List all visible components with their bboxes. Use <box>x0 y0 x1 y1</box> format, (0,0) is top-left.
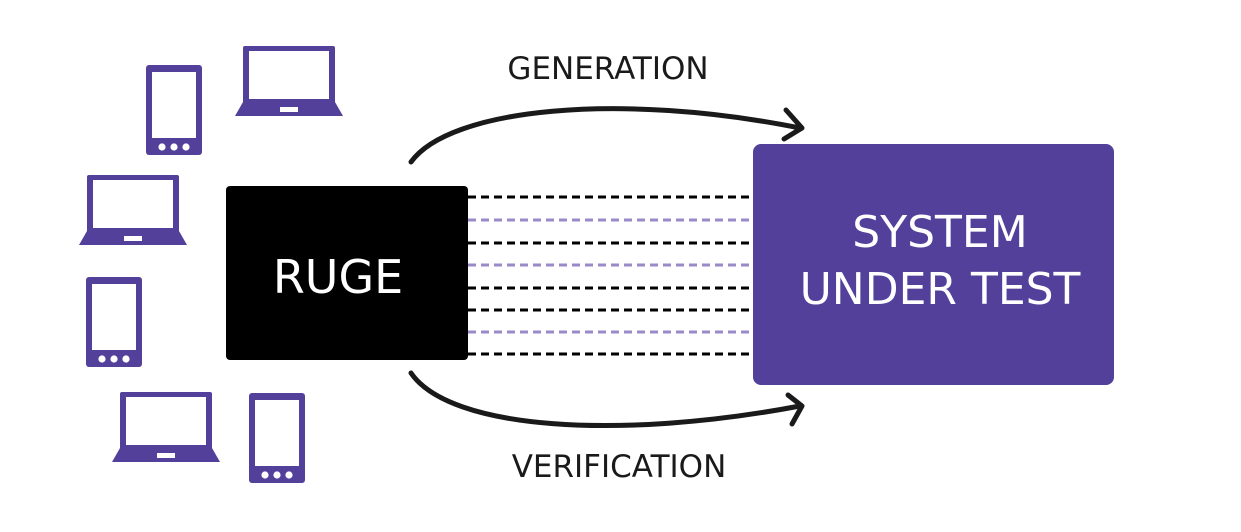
sut-label-line1: SYSTEM <box>852 207 1027 258</box>
generation-arrow-curve <box>408 106 803 165</box>
smartphone-icon <box>249 393 305 483</box>
laptop-icon <box>235 46 343 116</box>
laptop-icon <box>112 392 220 462</box>
sut-label-line2: UNDER TEST <box>800 264 1081 315</box>
verification-arrow <box>408 370 805 429</box>
verification-arrowhead-icon <box>785 392 805 427</box>
verification-arrow-curve <box>408 370 803 429</box>
generation-label: GENERATION <box>507 51 708 87</box>
generation-arrowhead-icon <box>781 107 805 142</box>
generation-arrow <box>408 106 805 165</box>
system-under-test-box: SYSTEM UNDER TEST <box>753 144 1114 385</box>
laptop-icon <box>79 175 187 245</box>
smartphone-icon <box>86 277 142 367</box>
verification-label: VERIFICATION <box>512 449 727 485</box>
smartphone-icon <box>146 65 202 155</box>
ruge-box: RUGE <box>226 186 468 360</box>
connector-lines <box>468 195 754 356</box>
ruge-label: RUGE <box>273 250 403 304</box>
